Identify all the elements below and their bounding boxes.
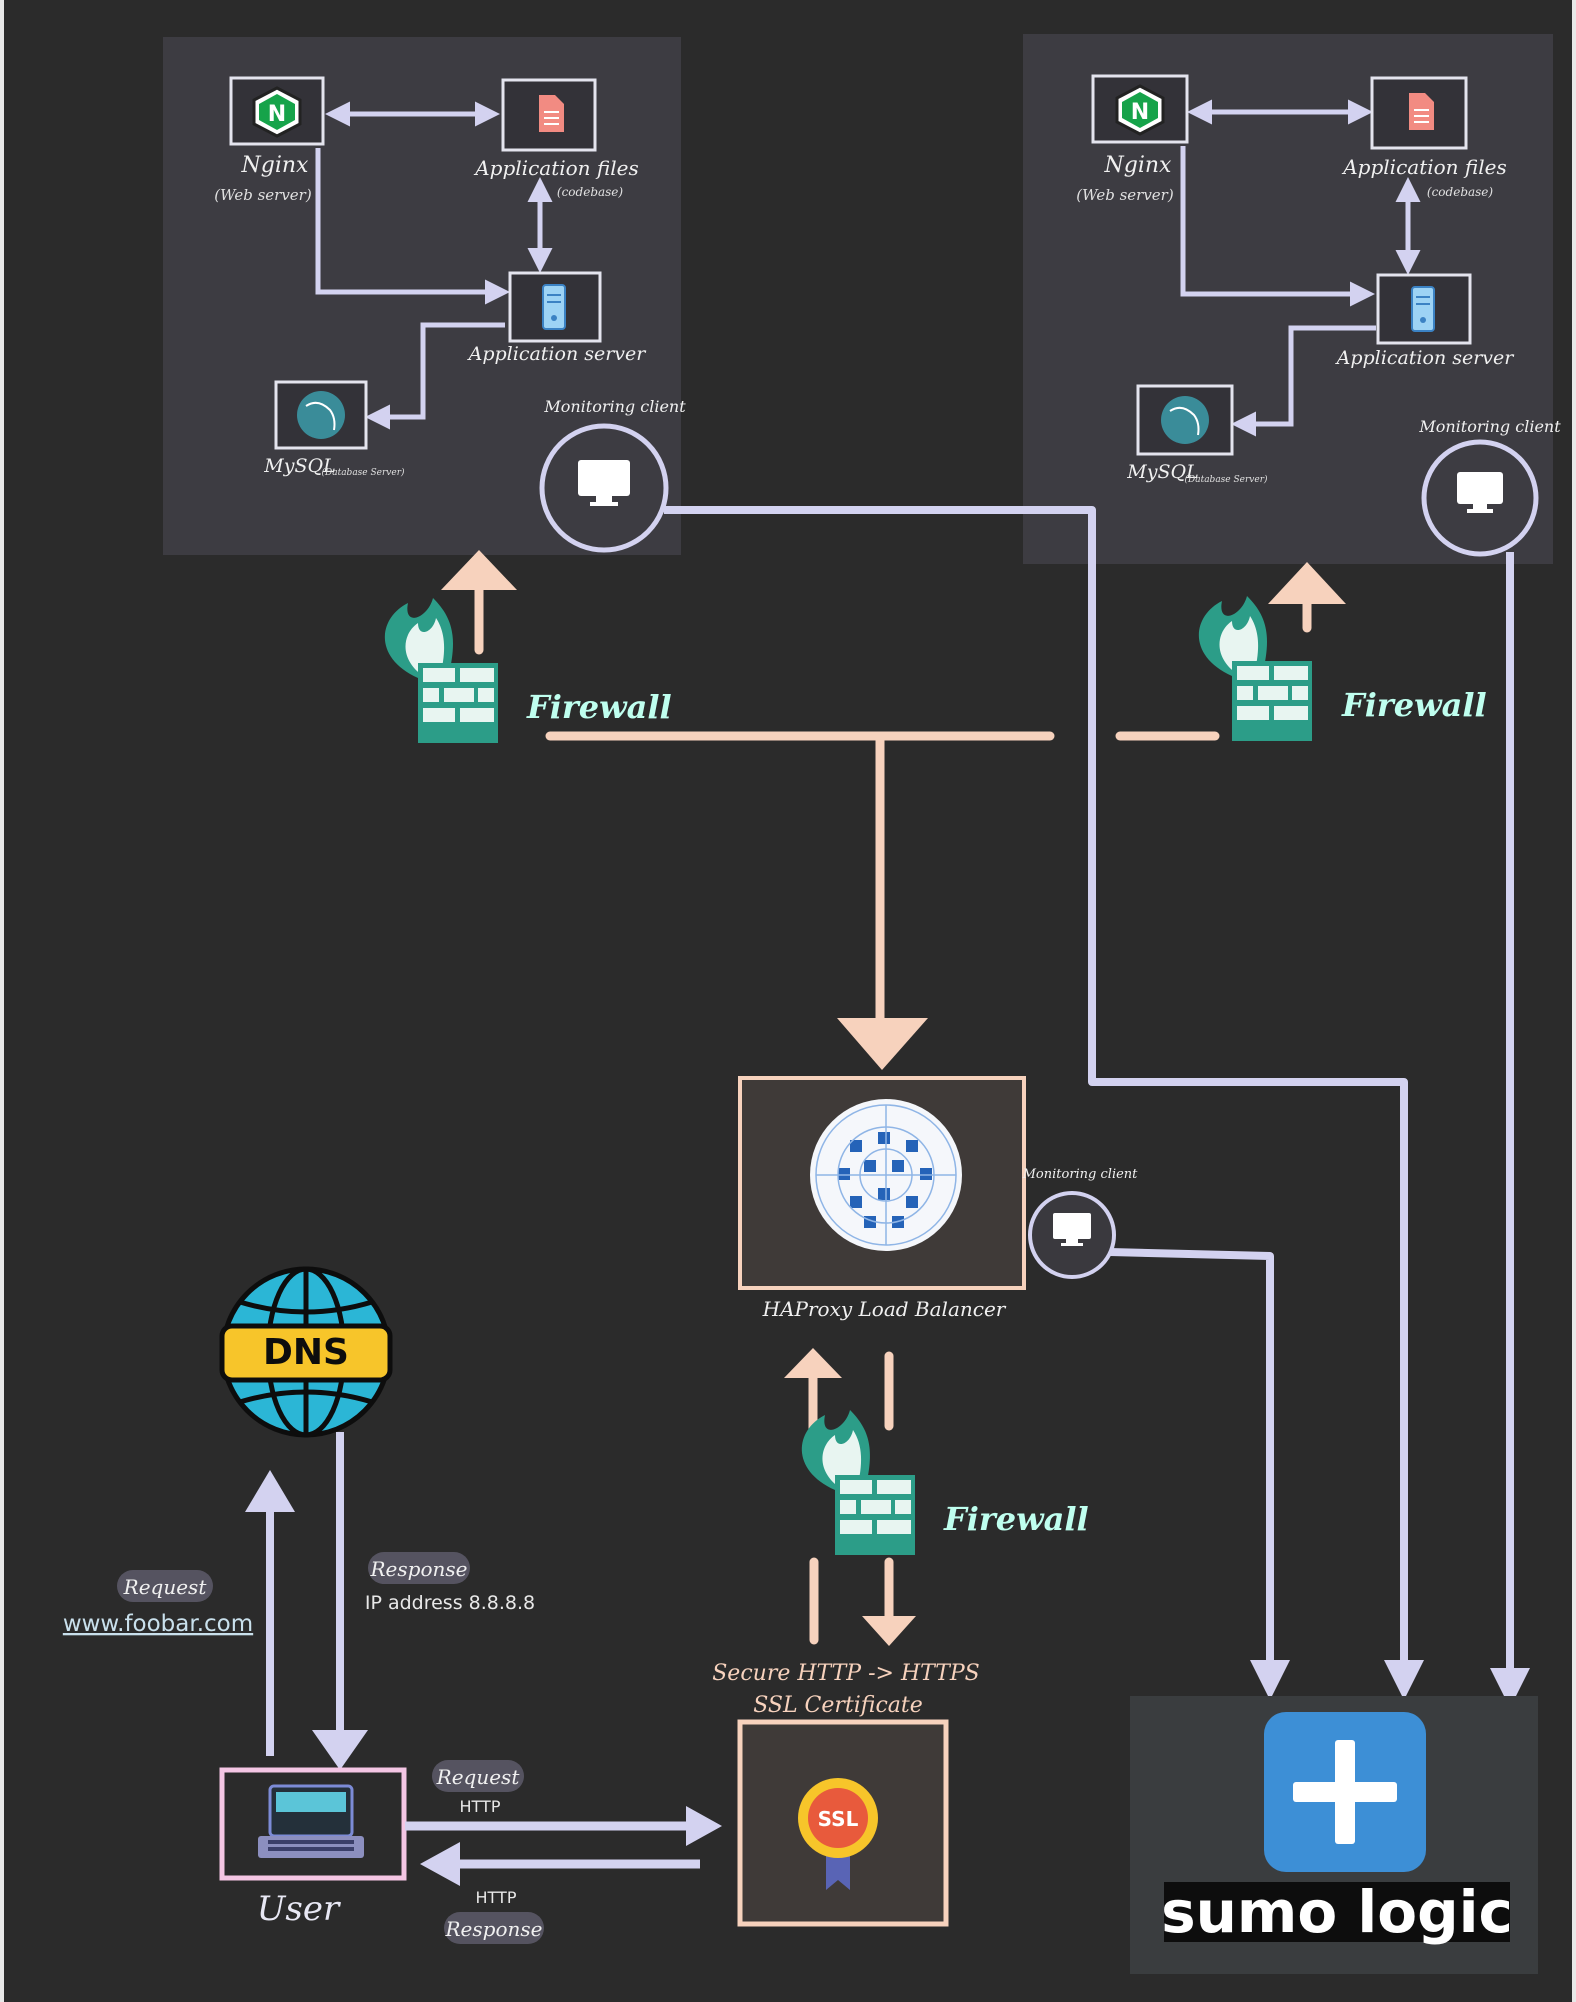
svg-text:Request: Request — [436, 1765, 521, 1789]
haproxy-logo-icon — [810, 1099, 962, 1251]
app-server-icon — [1376, 273, 1472, 345]
app-files-label: Application files — [473, 156, 639, 180]
app-server-label: Application server — [467, 343, 648, 365]
nginx-sublabel: (Web server) — [1076, 186, 1174, 204]
file-icon — [1370, 76, 1468, 150]
user-laptop-icon — [219, 1767, 407, 1881]
svg-text:Response: Response — [445, 1917, 543, 1941]
firewall-icon — [801, 1410, 915, 1555]
nginx-label: Nginx — [1104, 153, 1173, 178]
request-tag — [432, 1760, 524, 1792]
mysql-sublabel: (Database Server) — [321, 467, 405, 478]
firewall-label: Firewall — [526, 688, 672, 726]
firewall-label: Firewall — [1341, 686, 1487, 724]
firewall-icon — [1198, 596, 1312, 741]
firewall-icon — [384, 598, 498, 743]
mysql-sublabel: (Database Server) — [1184, 474, 1268, 485]
mysql-label: MySQL — [263, 455, 335, 477]
monitoring-client-label: Monitoring client — [1022, 1167, 1139, 1182]
load-balancer: HAProxy Load Balancer Monitoring client — [738, 1076, 1139, 1321]
sumo-logic-panel: sumo logic — [1130, 1696, 1538, 1974]
mysql-icon — [1136, 384, 1234, 456]
svg-text:N: N — [268, 102, 286, 127]
svg-text:SSL: SSL — [818, 1807, 859, 1831]
monitoring-client-label: Monitoring client — [543, 397, 686, 416]
peach-arrowheads — [441, 550, 1346, 1646]
request-tag — [117, 1570, 213, 1602]
nginx-icon: N — [1091, 74, 1189, 144]
dns-globe-icon: DNS — [219, 1266, 393, 1438]
app-files-label: Application files — [1341, 155, 1507, 179]
ssl-certificate: SSL — [737, 1719, 949, 1927]
ssl-badge-icon: SSL — [798, 1778, 878, 1890]
dns-badge: DNS — [263, 1332, 349, 1373]
load-balancer-label: HAProxy Load Balancer — [762, 1297, 1007, 1321]
ip-address-text: IP address 8.8.8.8 — [365, 1592, 535, 1614]
domain-link[interactable]: www.foobar.com — [63, 1611, 253, 1637]
response-tag — [444, 1912, 544, 1944]
firewall-label: Firewall — [943, 1500, 1089, 1538]
monitor-icon — [1421, 439, 1539, 557]
app-files-sublabel: (codebase) — [557, 185, 624, 199]
response-tag — [368, 1552, 470, 1584]
sumo-logic-label: sumo logic — [1161, 1878, 1513, 1946]
mysql-label: MySQL — [1126, 461, 1198, 483]
http-request-text: HTTP — [460, 1797, 501, 1816]
app-files-sublabel: (codebase) — [1427, 185, 1494, 199]
svg-text:N: N — [1131, 100, 1149, 125]
app-server-icon — [508, 271, 602, 343]
server-2-panel: N Nginx (Web server) Application files (… — [1023, 34, 1561, 564]
svg-text:Response: Response — [370, 1557, 468, 1581]
mysql-icon — [274, 380, 368, 450]
nginx-sublabel: (Web server) — [214, 186, 312, 204]
file-icon — [501, 78, 597, 152]
http-response-text: HTTP — [476, 1888, 517, 1907]
ssl-title: Secure HTTP -> HTTPS — [712, 1661, 980, 1686]
nginx-label: Nginx — [241, 153, 310, 178]
monitor-icon — [539, 423, 669, 553]
monitor-icon — [1028, 1191, 1116, 1279]
nginx-icon: N — [229, 76, 325, 146]
ssl-subtitle: SSL Certificate — [753, 1693, 923, 1718]
user-label: User — [257, 1889, 341, 1929]
monitoring-client-label: Monitoring client — [1418, 417, 1561, 436]
app-server-label: Application server — [1335, 347, 1516, 369]
server-1-panel: N Nginx (Web server) Application files (… — [163, 37, 686, 555]
svg-text:Request: Request — [123, 1575, 208, 1599]
